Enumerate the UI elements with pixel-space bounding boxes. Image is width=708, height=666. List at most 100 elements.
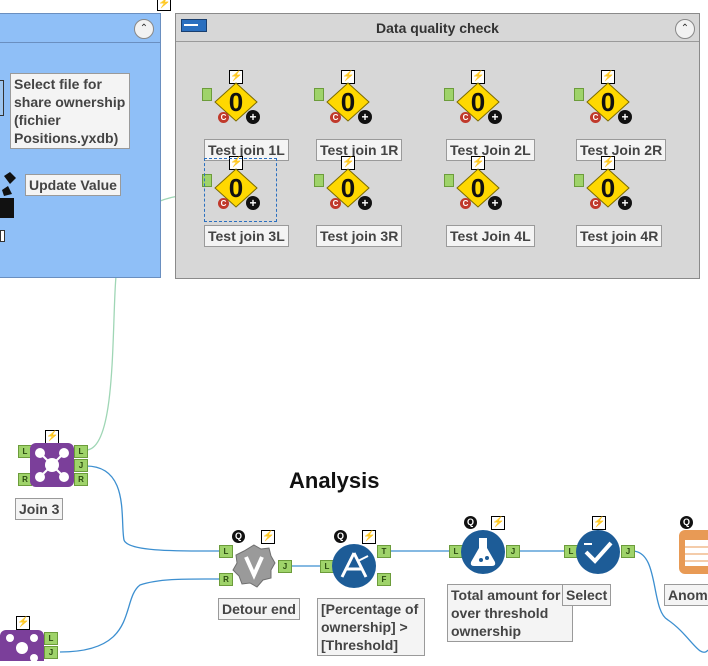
left-container-collapse-button[interactable]: ⌃: [134, 19, 154, 39]
anomaly-tool[interactable]: [679, 530, 708, 574]
report-icon: [685, 540, 708, 566]
detour-bolt-icon: ⚡: [261, 530, 275, 544]
test-label-5: Test join 3L: [204, 225, 289, 247]
test-diamond-icon: [456, 168, 500, 208]
test-plus-badge: +: [358, 196, 372, 210]
formula-output-anchor[interactable]: J: [506, 545, 520, 558]
formula-tool[interactable]: [461, 530, 505, 574]
connection-join3-to-detour: [85, 465, 223, 552]
test-plus-badge: +: [246, 110, 260, 124]
test-zero-glyph: 0: [340, 173, 356, 203]
filter-false-anchor[interactable]: F: [377, 573, 391, 586]
test-diamond-icon: [214, 82, 258, 122]
test-plus-badge: +: [246, 196, 260, 210]
test-input-anchor[interactable]: [444, 88, 454, 101]
test-c-badge: C: [330, 112, 341, 123]
test-diamond-icon: [326, 82, 370, 122]
filter-icon: [340, 552, 369, 578]
test-zero-glyph: 0: [600, 173, 616, 203]
formula-label: Total amount for over threshold ownershi…: [447, 584, 573, 642]
test-zero-glyph: 0: [470, 173, 486, 203]
filter-tool[interactable]: [332, 544, 376, 588]
join3-tool[interactable]: [30, 443, 74, 487]
test-zero-glyph: 0: [228, 173, 244, 203]
test-plus-badge: +: [618, 196, 632, 210]
select-output-anchor[interactable]: J: [621, 545, 635, 558]
join3-bolt-icon: ⚡: [45, 430, 59, 444]
test-input-anchor[interactable]: [202, 88, 212, 101]
test-plus-badge: +: [618, 110, 632, 124]
test-c-badge: C: [590, 198, 601, 209]
test-input-anchor[interactable]: [574, 88, 584, 101]
update-value-icon: [0, 172, 16, 218]
lower-join-bolt-icon: ⚡: [16, 616, 30, 630]
test-label-2: Test join 1R: [316, 139, 403, 161]
test-plus-badge: +: [358, 110, 372, 124]
test-c-badge: C: [590, 112, 601, 123]
lower-join-output-join-anchor[interactable]: J: [44, 646, 58, 659]
lower-join-output-left-anchor[interactable]: L: [44, 632, 58, 645]
lower-join-tool[interactable]: [0, 630, 44, 662]
container-toggle-icon[interactable]: [181, 19, 207, 32]
formula-q-icon: Q: [464, 516, 477, 529]
test-zero-glyph: 0: [470, 87, 486, 117]
left-container-header: [0, 14, 160, 43]
test-input-anchor[interactable]: [314, 88, 324, 101]
update-value-tool[interactable]: [0, 170, 16, 220]
anom-q-icon: Q: [680, 516, 693, 529]
join-icon: [35, 448, 69, 482]
test-c-badge: C: [330, 198, 341, 209]
test-bolt-icon: ⚡: [601, 70, 615, 84]
test-input-anchor[interactable]: [444, 174, 454, 187]
detour-end-icon: [232, 544, 276, 588]
test-input-anchor[interactable]: [314, 174, 324, 187]
join3-input-left-anchor[interactable]: L: [18, 445, 32, 458]
detour-input-right-anchor[interactable]: R: [219, 573, 233, 586]
test-label-3: Test Join 2L: [446, 139, 535, 161]
test-diamond-icon: [586, 168, 630, 208]
test-input-anchor[interactable]: [574, 174, 584, 187]
filter-label: [Percentage of ownership] > [Threshold]: [317, 598, 425, 656]
test-diamond-icon: [214, 168, 258, 208]
detour-end-tool[interactable]: [231, 543, 277, 589]
connection-lower-to-detour: [59, 578, 223, 653]
test-diamond-icon: [586, 82, 630, 122]
join3-output-left-anchor[interactable]: L: [74, 445, 88, 458]
detour-q-icon: Q: [232, 530, 245, 543]
data-quality-title: Data quality check: [176, 14, 699, 42]
filter-true-anchor[interactable]: T: [377, 545, 391, 558]
analysis-title: Analysis: [289, 468, 380, 493]
join3-output-right-anchor[interactable]: R: [74, 473, 88, 486]
dq-container-collapse-button[interactable]: ⌃: [675, 19, 695, 39]
detour-input-left-anchor[interactable]: L: [219, 545, 233, 558]
formula-bolt-icon: ⚡: [491, 516, 505, 530]
join3-output-join-anchor[interactable]: J: [74, 459, 88, 472]
detour-output-anchor[interactable]: J: [278, 560, 292, 573]
connection-select-to-anom: [631, 550, 708, 653]
join-icon: [6, 634, 38, 662]
test-c-badge: C: [218, 112, 229, 123]
test-label-4: Test Join 2R: [576, 139, 667, 161]
selection-box: [204, 158, 277, 222]
left-tool-fragment[interactable]: [0, 80, 4, 116]
filter-bolt-icon: ⚡: [362, 530, 376, 544]
select-bolt-icon: ⚡: [592, 516, 606, 530]
top-bolt-icon: ⚡: [157, 0, 171, 11]
detour-end-label: Detour end: [218, 598, 300, 620]
test-plus-badge: +: [488, 110, 502, 124]
filter-q-icon: Q: [334, 530, 347, 543]
select-file-label: Select file for share ownership (fichier…: [10, 73, 130, 149]
select-tool[interactable]: [576, 530, 620, 574]
test-input-anchor[interactable]: [202, 174, 212, 187]
join3-label: Join 3: [15, 498, 64, 520]
test-plus-badge: +: [488, 196, 502, 210]
update-value-label: Update Value: [25, 174, 121, 196]
